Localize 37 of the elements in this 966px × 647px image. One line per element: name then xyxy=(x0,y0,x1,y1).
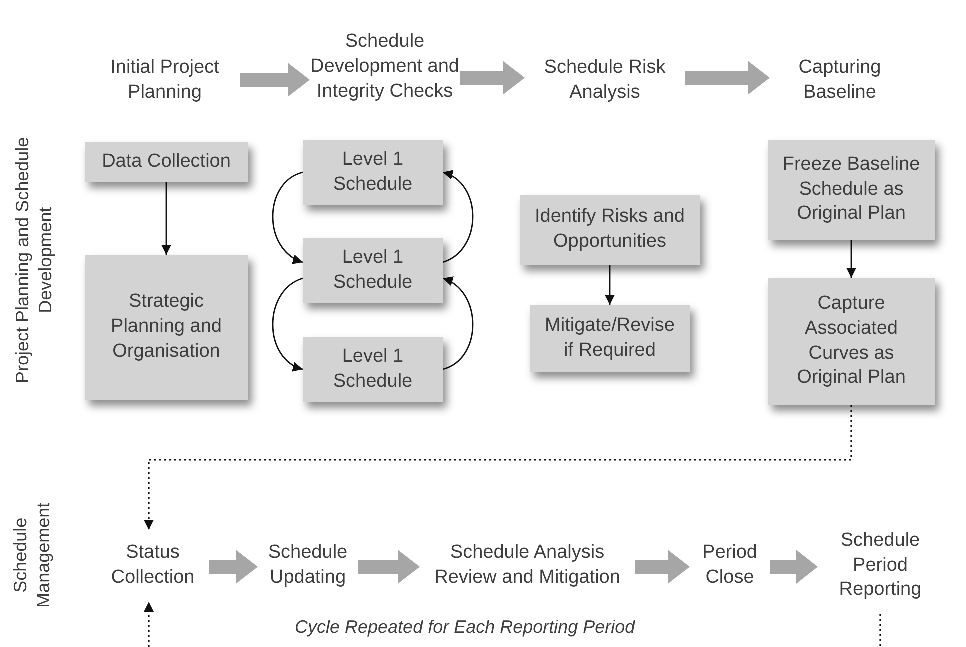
step-label: Initial Project Planning xyxy=(110,56,220,105)
step-label: Schedule Updating xyxy=(267,541,349,590)
section-label: Project Planning and Schedule Development xyxy=(12,136,57,386)
step-label: Schedule Analysis Review and Mitigation xyxy=(434,541,622,590)
process-box: Capture Associated Curves as Original Plan xyxy=(768,278,935,405)
process-box: Mitigate/Revise if Required xyxy=(530,305,690,372)
step-label: Capturing Baseline xyxy=(798,56,882,105)
arrow xyxy=(272,278,304,370)
arrow xyxy=(144,602,154,647)
block-arrow xyxy=(240,63,310,97)
process-box: Level 1 Schedule xyxy=(303,140,443,205)
block-arrow xyxy=(635,550,690,584)
arrow xyxy=(144,405,852,530)
arrow xyxy=(846,240,856,278)
step-label: Schedule Risk Analysis xyxy=(543,56,667,105)
section-label: Schedule Management xyxy=(10,502,55,610)
arrow xyxy=(272,172,304,264)
block-arrow xyxy=(460,61,525,95)
process-box: Strategic Planning and Organisation xyxy=(85,255,248,400)
process-box: Freeze Baseline Schedule as Original Plan xyxy=(768,140,935,240)
step-label: Status Collection xyxy=(110,541,196,590)
arrow xyxy=(442,172,474,264)
process-box: Level 1 Schedule xyxy=(303,337,443,402)
step-label: Schedule Development and Integrity Checks xyxy=(310,30,460,104)
arrow xyxy=(442,278,474,370)
arrow xyxy=(605,265,615,305)
process-box: Identify Risks and Opportunities xyxy=(520,195,700,265)
block-arrow xyxy=(685,61,770,95)
process-box: Level 1 Schedule xyxy=(303,238,443,303)
arrow xyxy=(162,182,172,255)
block-arrow xyxy=(358,550,420,584)
block-arrow xyxy=(770,550,818,584)
step-label: Schedule Period Reporting xyxy=(838,528,923,602)
cycle-note: Cycle Repeated for Each Reporting Period xyxy=(295,617,636,638)
block-arrow xyxy=(209,550,258,584)
step-label: Period Close xyxy=(702,541,758,590)
process-box: Data Collection xyxy=(85,142,248,182)
